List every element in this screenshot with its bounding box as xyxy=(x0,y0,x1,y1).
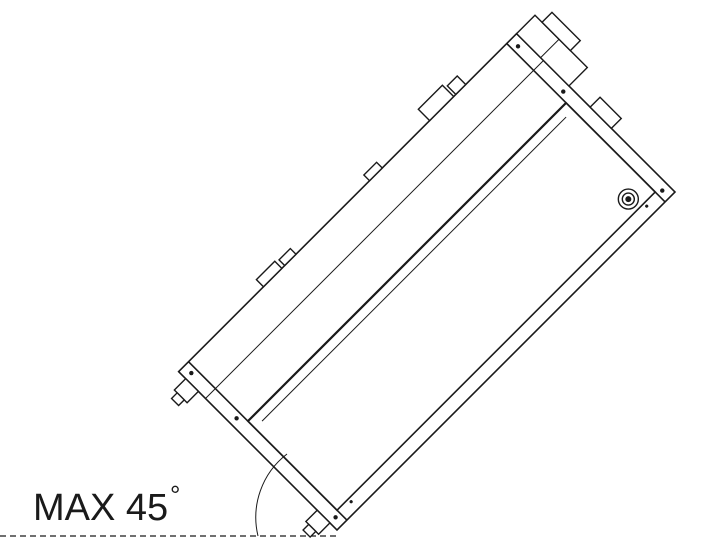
door-inner-line xyxy=(261,116,567,422)
degree-mark: ° xyxy=(170,480,180,510)
door-panel xyxy=(246,101,657,512)
adjustable-feet xyxy=(170,377,331,539)
rear-connection-box xyxy=(515,11,623,130)
top-panel-seam xyxy=(205,60,544,399)
tilted-cabinet xyxy=(170,11,677,539)
angle-arc xyxy=(255,453,288,537)
left-end-cap xyxy=(187,361,348,521)
right-end-cap xyxy=(506,42,666,203)
max-angle-label: MAX 45 xyxy=(33,487,168,529)
frame-screws xyxy=(189,44,665,520)
top-side-fittings xyxy=(255,75,467,288)
door-knob-icon xyxy=(617,188,640,210)
